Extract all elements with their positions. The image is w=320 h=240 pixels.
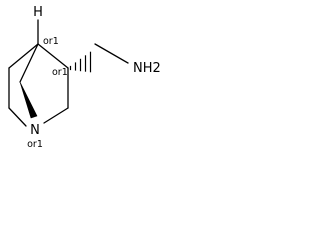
bond-c4-c3 [37,43,69,69]
atom-n1: N [30,123,40,138]
bond-c2-n1 [43,107,69,124]
bond-ch2-nh2 [94,43,129,64]
stereo-label-n1: or1 [27,139,43,150]
bond-c3-ch2-hash [69,51,92,73]
atom-h: H [33,5,43,20]
atom-nh2: NH2 [133,61,161,76]
bond-c7-n1-wedge [19,81,38,119]
bond-c4-c5 [8,43,39,69]
molecule-structure: H N NH2 or1 or1 or1 [8,5,161,150]
stereo-label-c4: or1 [43,36,59,47]
bond-c6-n1 [8,107,27,127]
bond-c4-c7 [19,43,39,83]
stereo-label-c3: or1 [52,67,68,78]
